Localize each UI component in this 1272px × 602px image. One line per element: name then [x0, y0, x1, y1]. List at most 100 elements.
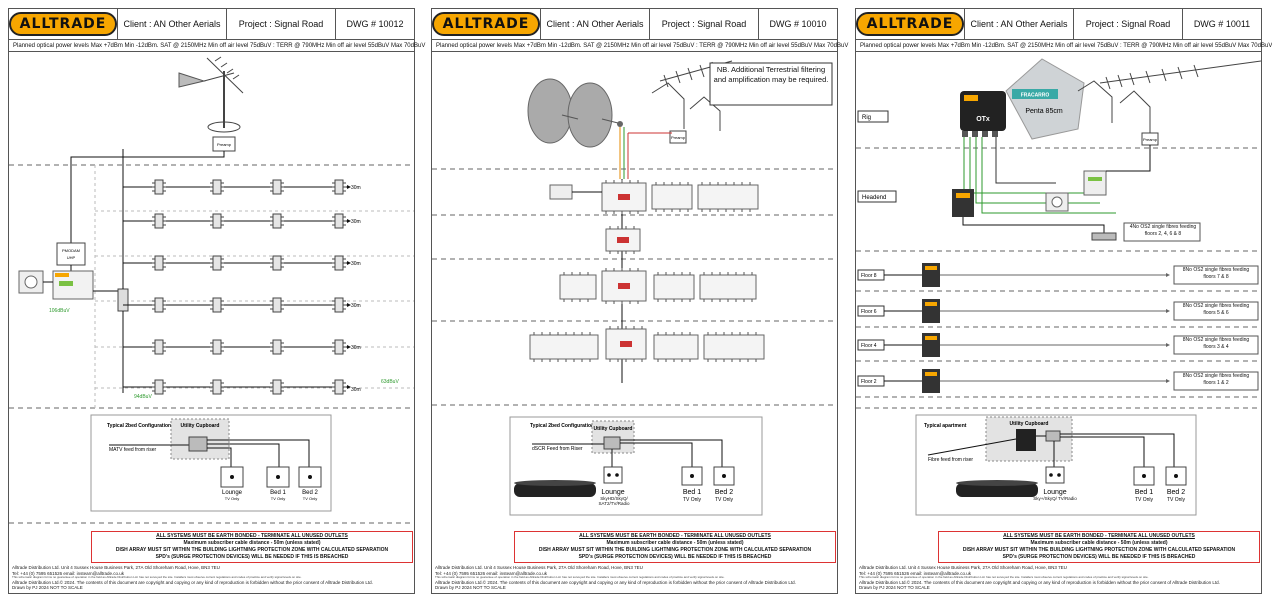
apartment-splitter [1045, 430, 1061, 442]
multiswitch [605, 326, 647, 362]
terrestrial-antenna-icon [178, 56, 244, 133]
floor-note: 8No OS2 single fibres feeding floors 1 &… [1182, 373, 1250, 386]
room-lounge: Lounge [601, 489, 624, 496]
tap-unit [152, 379, 166, 395]
tap-unit [210, 213, 224, 229]
room-bed2-service: TV Only [1167, 497, 1186, 503]
multiswitch [529, 332, 599, 362]
distribution-splitter [117, 288, 129, 312]
title-block: ALLTRADE Client : AN Other Aerials Proje… [8, 9, 414, 40]
multiswitch [703, 332, 765, 362]
project-cell: Project : Signal Road [650, 9, 759, 39]
power-level-spec: Planned optical power levels Max +7dBm M… [432, 40, 848, 52]
footer: Alltrade Distribution Ltd. Unit 4 Sussex… [859, 565, 1259, 591]
logo-cell: ALLTRADE [431, 9, 541, 39]
footer-drawn: Drawn by PJ 2024 NOT TO SCALE [435, 585, 506, 590]
set-top-box-icon [514, 480, 596, 497]
drawing-sheet-10012: ALLTRADE Client : AN Other Aerials Proje… [8, 8, 425, 594]
tap-unit [270, 179, 284, 195]
multiswitch [653, 272, 695, 302]
tap-unit [210, 379, 224, 395]
client-cell: Client : AN Other Aerials [541, 9, 650, 39]
tap-unit [270, 255, 284, 271]
pmodam-label: PMODAM [62, 248, 80, 253]
tap-unit [332, 297, 346, 313]
feeding-note: 4No OS2 single fibres feeding floors 2, … [1129, 224, 1197, 237]
typical-label: Typical 2bed Configuration [530, 423, 594, 429]
multiswitch [653, 332, 699, 362]
room-bed2-service: TV Only [303, 496, 317, 501]
logo-cell: ALLTRADE [8, 9, 118, 39]
run-label-1: 30m [351, 185, 361, 191]
optical-receiver [922, 369, 940, 393]
drawing-sheet-10010: ALLTRADE Client : AN Other Aerials Proje… [431, 8, 848, 594]
footer-disclaimer: This schematic diagram forms no guarante… [435, 575, 725, 579]
warning-line-4: SPD's (SURGE PROTECTION DEVICES) WILL BE… [155, 554, 349, 560]
apartment-splitter [188, 436, 208, 452]
level-low: 94dBuV [134, 394, 152, 400]
dwg-number: DWG # 10011 [1193, 19, 1251, 29]
preamp-label: Preamp [217, 142, 232, 147]
tap-unit [270, 339, 284, 355]
multiswitch [699, 272, 757, 302]
footer-contact: Tel: +44 (0) 7595 651526 email: instearn… [12, 570, 125, 576]
typical-apartment-box [90, 414, 332, 512]
otx-unit: OTx [960, 91, 1006, 137]
rig-label: Rig [862, 115, 871, 121]
run-label-5: 30m [351, 345, 361, 351]
satellite-dish-icon [527, 78, 623, 148]
otx-label: OTx [976, 116, 990, 123]
client-cell: Client : AN Other Aerials [965, 9, 1074, 39]
room-bed1: Bed 1 [270, 490, 286, 496]
earth-bonding-warning: ALL SYSTEMS MUST BE EARTH BONDED - TERMI… [938, 531, 1260, 563]
tap-runs [123, 179, 351, 395]
arrow-icon [1166, 309, 1170, 313]
arrow-icon [1166, 273, 1170, 277]
tap-unit [152, 297, 166, 313]
warning-line-2: Maximum subscriber cable distance - 50m … [606, 540, 744, 546]
tap-unit [332, 379, 346, 395]
warning-line-1: ALL SYSTEMS MUST BE EARTH BONDED - TERMI… [156, 533, 348, 539]
room-bed2: Bed 2 [1167, 489, 1185, 496]
warning-line-3: DISH ARRAY MUST SIT WITHIN THE BUILDING … [962, 547, 1236, 553]
arrow-icon [347, 385, 351, 389]
tap-unit [152, 255, 166, 271]
footer: Alltrade Distribution Ltd. Unit 4 Sussex… [435, 565, 835, 591]
nb-note-box [709, 62, 833, 106]
warning-line-2: Maximum subscriber cable distance - 50m … [1030, 540, 1168, 546]
optical-receiver [922, 299, 940, 323]
room-bed2: Bed 2 [715, 489, 733, 496]
level-end: 63dBuV [381, 379, 399, 385]
room-bed1: Bed 1 [683, 489, 701, 496]
arrow-icon [347, 261, 351, 265]
multiswitch [601, 180, 647, 214]
multiswitch [605, 226, 641, 254]
fibre-schematic: Rig OTx FRACARRO Penta 85cm Pream [856, 58, 1262, 516]
multiswitch [601, 268, 647, 304]
warning-line-1: ALL SYSTEMS MUST BE EARTH BONDED - TERMI… [1003, 533, 1195, 539]
project-cell: Project : Signal Road [227, 9, 336, 39]
pmodam-box [56, 242, 86, 266]
warning-line-2: Maximum subscriber cable distance - 50m … [183, 540, 321, 546]
preamp-label: Preamp [1143, 137, 1158, 142]
dish-label: Penta 85cm [1025, 108, 1063, 115]
floor-note: 8No OS2 single fibres feeding floors 7 &… [1182, 267, 1250, 280]
tap-unit [270, 213, 284, 229]
room-bed1-service: TV Only [683, 497, 702, 503]
title-block: ALLTRADE Client : AN Other Aerials Proje… [431, 9, 837, 40]
level-in: 106dBuV [49, 308, 70, 314]
dwg-number: DWG # 10010 [769, 19, 827, 29]
tap-unit [210, 297, 224, 313]
warning-line-4: SPD's (SURGE PROTECTION DEVICES) WILL BE… [578, 554, 772, 560]
tap-unit [152, 339, 166, 355]
footer-copyright: Alltrade Distribution Ltd.© 2024. The co… [435, 579, 796, 585]
warning-line-1: ALL SYSTEMS MUST BE EARTH BONDED - TERMI… [579, 533, 771, 539]
footer-drawn: Drawn by PJ 2024 NOT TO SCALE [859, 585, 930, 590]
headend-label-box [857, 190, 897, 203]
room-bed2-service: TV Only [715, 497, 734, 503]
arrow-icon [347, 303, 351, 307]
footer-address: Alltrade Distribution Ltd. Unit 4 Sussex… [859, 565, 1067, 570]
schematic-area: Preamp PMODAM UHP [9, 53, 414, 524]
run-label-4: 30m [351, 303, 361, 309]
run-label-3: 30m [351, 261, 361, 267]
